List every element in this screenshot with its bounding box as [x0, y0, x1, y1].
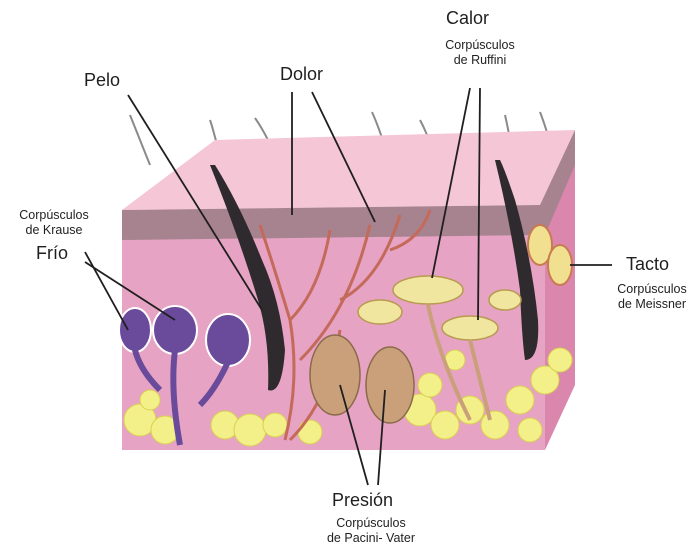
label-frio: Frío	[36, 243, 68, 264]
label-ruffini: Corpúsculos de Ruffini	[430, 38, 530, 68]
label-krause-line2: de Krause	[4, 223, 104, 238]
label-meissner-line2: de Meissner	[606, 297, 698, 312]
label-presion: Presión	[332, 490, 393, 511]
label-dolor: Dolor	[280, 64, 323, 85]
label-pelo: Pelo	[84, 70, 120, 91]
label-krause: Corpúsculos de Krause	[4, 208, 104, 238]
label-tacto: Tacto	[626, 254, 669, 275]
label-pacini-line1: Corpúsculos	[306, 516, 436, 531]
frio-leader-1	[85, 252, 128, 330]
label-pacini: Corpúsculos de Pacini- Vater	[306, 516, 436, 546]
label-meissner: Corpúsculos de Meissner	[606, 282, 698, 312]
label-calor: Calor	[446, 8, 489, 29]
label-ruffini-line2: de Ruffini	[430, 53, 530, 68]
label-meissner-line1: Corpúsculos	[606, 282, 698, 297]
label-ruffini-line1: Corpúsculos	[430, 38, 530, 53]
label-krause-line1: Corpúsculos	[4, 208, 104, 223]
label-pacini-line2: de Pacini- Vater	[306, 531, 436, 546]
